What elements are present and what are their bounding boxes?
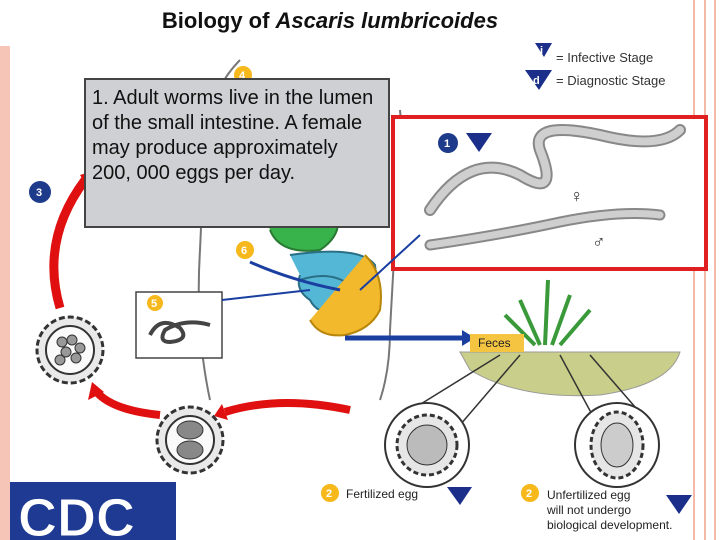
fertilized-egg-label: Fertilized egg [346,487,418,501]
connector-line [559,354,596,421]
infection-arrow-icon [249,260,341,292]
embryonated-egg-icon [35,315,105,385]
grass-icon [503,279,592,347]
cycle-arrow-icon [223,399,351,416]
unfertilized-label-line2: will not undergo [546,503,631,517]
stage-2-badge-icon [521,484,539,502]
title-prefix: Biology of [161,8,276,33]
cycle-arrowhead-icon [88,382,104,400]
cycle-arrowhead-icon [214,404,228,420]
stage-3-number: 3 [36,187,42,199]
stage-6-badge-icon [236,241,254,259]
infective-badge-icon [535,43,552,57]
connector-line [459,354,521,426]
feces-label: Feces [478,336,511,350]
diagnostic-badge-icon [666,495,692,514]
cycle-arrow-icon [49,177,89,310]
fertilized-egg-icon [384,402,470,488]
connector-line [221,289,311,301]
legend: i = Infective Stage d = Diagnostic Stage [525,43,665,90]
stage-6-number: 6 [241,245,247,257]
stage-2-number: 2 [326,488,332,500]
diagnostic-label: = Diagnostic Stage [556,73,665,88]
excretion-arrowhead-icon [462,330,475,346]
diagnostic-badge-letter: d [533,75,540,87]
unfertilized-egg-icon [574,402,660,488]
decor-stripe [0,46,10,540]
stage-3-badge-icon [29,181,51,203]
adult-worms-icon [424,124,686,251]
stage-4-number: 4 [239,70,246,82]
infective-badge-letter: i [540,45,543,57]
feces-box [470,334,524,352]
stage-1-badge-icon [438,133,458,153]
larva-icon [148,320,211,345]
cycle-arrow-icon [91,387,161,419]
stage-2-number: 2 [526,488,532,500]
unfertilized-label-line1: Unfertilized egg [547,488,630,502]
diagnostic-badge-icon [466,133,492,152]
connector-line [359,234,421,291]
stage-2-badge-icon [321,484,339,502]
two-cell-egg-icon [155,405,225,475]
title-species: Ascaris lumbricoides [275,8,499,33]
cdc-logo-icon: CDC [10,482,176,540]
diagnostic-badge-icon [447,487,472,505]
stage-5-badge-icon [147,295,163,311]
unfertilized-label-line3: biological development. [547,518,672,532]
infective-label: = Infective Stage [556,50,653,65]
male-symbol: ♂ [592,232,606,252]
stage-5-number: 5 [151,298,157,310]
female-symbol: ♀ [570,186,584,206]
svg-text:CDC: CDC [18,488,135,540]
stage-description-callout: 1. Adult worms live in the lumen of the … [84,78,390,228]
stage-1-number: 1 [444,138,450,150]
slide-title: Biology of Ascaris lumbricoides [0,8,660,34]
diagnostic-badge-icon [525,70,552,90]
